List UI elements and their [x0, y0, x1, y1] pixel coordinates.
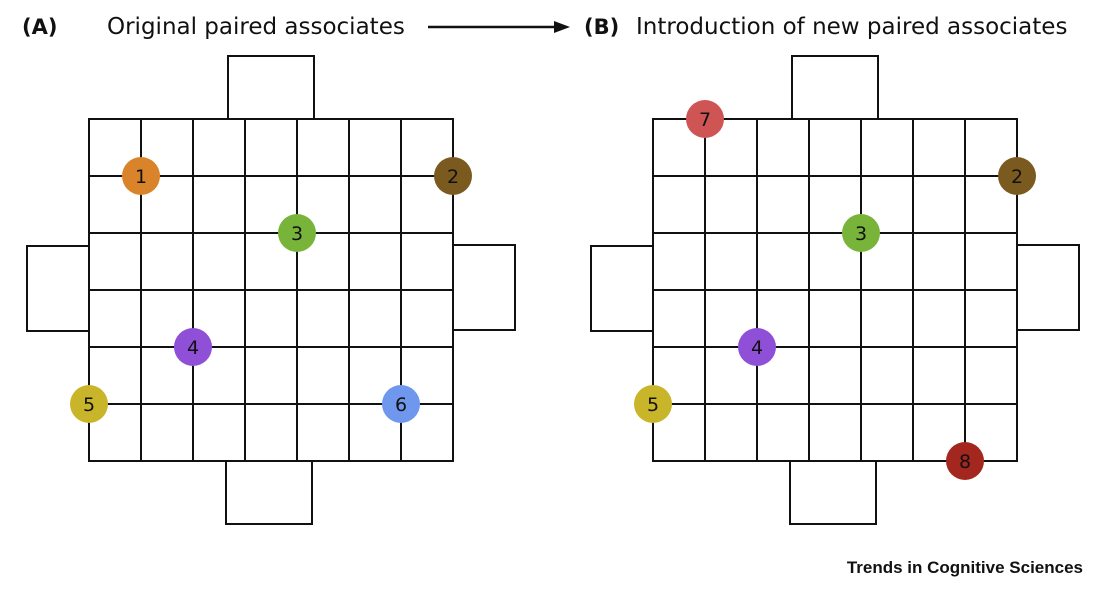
marker-label: 4 — [187, 337, 199, 359]
panel-b-box-top — [791, 55, 879, 120]
panel-b-marker-7: 7 — [686, 100, 724, 138]
marker-circle — [686, 100, 724, 138]
panel-a-box-bottom — [225, 460, 313, 525]
marker-circle — [946, 442, 984, 480]
panel-b-grid: 7 2 3 4 5 8 — [590, 55, 1080, 525]
marker-label: 6 — [395, 394, 407, 416]
panel-a-marker-3: 3 — [278, 214, 316, 252]
marker-label: 4 — [751, 337, 763, 359]
panel-a-box-right — [452, 244, 516, 331]
panel-b-marker-4: 4 — [738, 328, 776, 366]
marker-label: 3 — [291, 223, 303, 245]
panel-a-letter: (A) — [22, 15, 57, 39]
source-credit: Trends in Cognitive Sciences — [847, 558, 1083, 577]
marker-circle — [634, 385, 672, 423]
panel-b-marker-5: 5 — [634, 385, 672, 423]
panel-a-title: Original paired associates — [107, 14, 405, 40]
marker-circle — [70, 385, 108, 423]
panel-b-box-right — [1016, 244, 1080, 331]
marker-label: 5 — [83, 394, 95, 416]
marker-label: 1 — [135, 166, 147, 188]
panel-a-marker-1: 1 — [122, 157, 160, 195]
marker-circle — [122, 157, 160, 195]
marker-circle — [434, 157, 472, 195]
marker-circle — [998, 157, 1036, 195]
transition-arrow-icon — [428, 21, 570, 33]
panel-b-marker-8: 8 — [946, 442, 984, 480]
marker-label: 3 — [855, 223, 867, 245]
panel-b-box-left — [590, 245, 654, 332]
marker-label: 5 — [647, 394, 659, 416]
marker-circle — [842, 214, 880, 252]
panel-b-marker-2: 2 — [998, 157, 1036, 195]
panel-a-marker-5: 5 — [70, 385, 108, 423]
panel-b-box-bottom — [789, 460, 877, 525]
panel-a-marker-4: 4 — [174, 328, 212, 366]
panel-a-grid: 1 2 3 4 5 6 — [26, 55, 516, 525]
marker-circle — [738, 328, 776, 366]
marker-circle — [174, 328, 212, 366]
panel-a-box-top — [227, 55, 315, 120]
marker-label: 2 — [1011, 166, 1023, 188]
marker-circle — [382, 385, 420, 423]
panel-b-letter: (B) — [584, 15, 619, 39]
panel-a-marker-6: 6 — [382, 385, 420, 423]
marker-label: 8 — [959, 451, 971, 473]
panel-a-box-left — [26, 245, 90, 332]
panel-b-title: Introduction of new paired associates — [636, 14, 1067, 40]
marker-label: 7 — [699, 109, 711, 131]
marker-label: 2 — [447, 166, 459, 188]
panel-b-marker-3: 3 — [842, 214, 880, 252]
panel-a-marker-2: 2 — [434, 157, 472, 195]
marker-circle — [278, 214, 316, 252]
